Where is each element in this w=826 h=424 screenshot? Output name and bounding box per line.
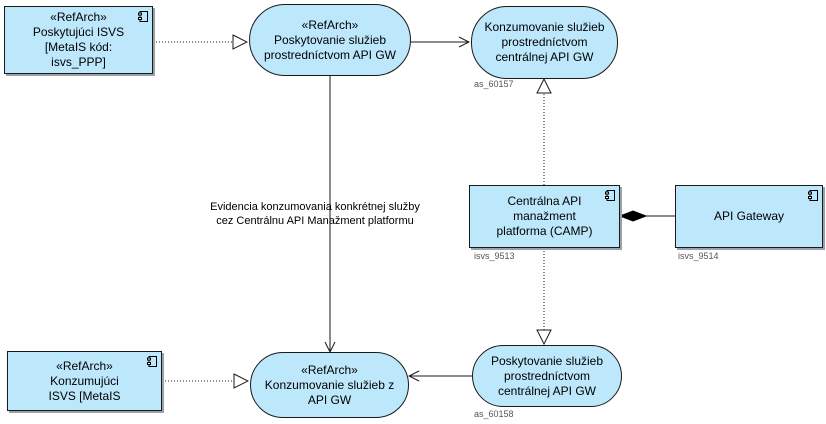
- node-line: ISVS [MetaIS: [48, 388, 121, 403]
- node-line: prostredníctvom: [501, 35, 588, 49]
- node-id-label: isvs_9514: [678, 251, 719, 261]
- node-consumer-isvs[interactable]: «RefArch» Konzumujúci ISVS [MetaIS: [7, 351, 162, 411]
- node-line: Centrálna API: [507, 194, 582, 208]
- node-provider-isvs[interactable]: «RefArch» Poskytujúci ISVS [MetaIS kód: …: [4, 6, 153, 74]
- node-id-label: as_60157: [474, 79, 514, 89]
- node-line: Poskytovanie služieb: [273, 32, 387, 47]
- node-line: API GW: [307, 392, 352, 407]
- node-line: Konzumovanie služieb: [484, 20, 605, 34]
- node-line: centrálnej API GW: [497, 383, 597, 398]
- composition-diamond: [618, 210, 648, 222]
- node-line: «RefArch»: [301, 17, 359, 32]
- node-line: API Gateway: [713, 209, 785, 223]
- node-api-gateway[interactable]: API Gateway: [675, 185, 823, 248]
- node-id-label: as_60158: [474, 409, 514, 419]
- node-line: Konzumovanie služieb z: [264, 377, 395, 392]
- node-line: prostredníctvom: [503, 368, 591, 383]
- node-line: «RefArch»: [50, 10, 107, 24]
- node-line: prostredníctvom API GW: [263, 47, 397, 62]
- node-line: «RefArch»: [56, 358, 113, 373]
- node-line: «RefArch»: [301, 362, 358, 377]
- edge-label-line: Evidencia konzumovania konkrétnej služby: [210, 201, 420, 213]
- node-line: [MetaIS kód:: [44, 40, 113, 54]
- node-provide-central[interactable]: Poskytovanie služieb prostredníctvom cen…: [472, 345, 622, 407]
- node-id-label: isvs_9513: [474, 251, 515, 261]
- node-consume-central[interactable]: Konzumovanie služieb prostredníctvom cen…: [471, 6, 618, 79]
- node-line: Konzumujúci: [50, 373, 119, 388]
- node-line: platforma (CAMP): [496, 224, 593, 238]
- node-provide-service[interactable]: «RefArch» Poskytovanie služieb prostredn…: [249, 4, 411, 76]
- node-line: manažment: [513, 209, 576, 223]
- component-icon: [147, 356, 157, 367]
- node-consume-service[interactable]: «RefArch» Konzumovanie služieb z API GW: [250, 352, 409, 418]
- node-line: Poskytujúci ISVS: [32, 25, 125, 39]
- node-line: centrálnej API GW: [495, 50, 594, 64]
- node-line: isvs_PPP]: [51, 55, 106, 69]
- node-line: Poskytovanie služieb: [490, 353, 604, 368]
- component-icon: [138, 11, 148, 22]
- node-camp[interactable]: Centrálna API manažment platforma (CAMP): [469, 185, 620, 248]
- edge-label: Evidencia konzumovania konkrétnej služby…: [184, 200, 446, 228]
- component-icon: [605, 190, 615, 201]
- edge-label-line: cez Centrálnu API Manažment platformu: [216, 215, 414, 227]
- component-icon: [808, 190, 818, 201]
